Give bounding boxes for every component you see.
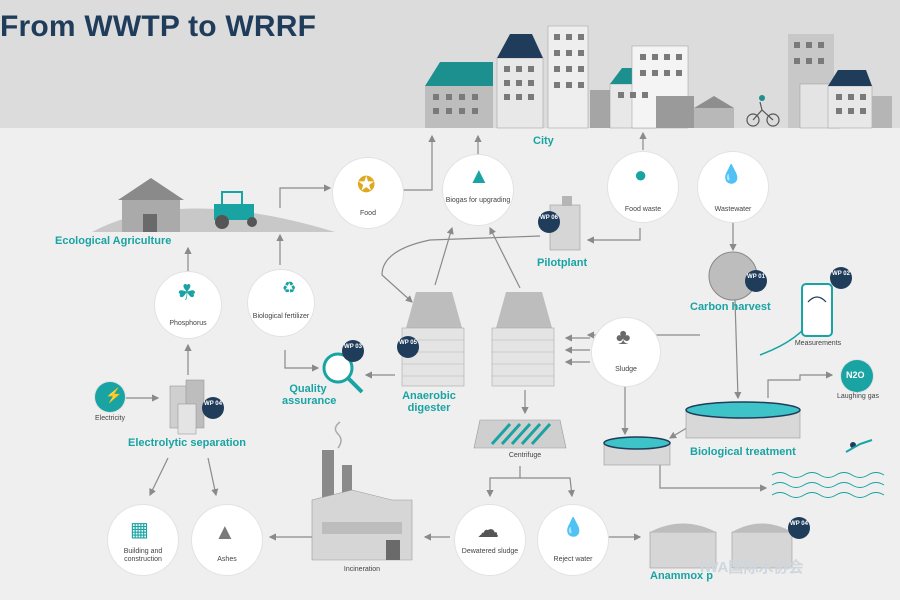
ashes-label: Ashes	[217, 556, 237, 563]
page-title: From WWTP to WRRF	[0, 10, 317, 43]
electrolytic-cell-illustration	[169, 379, 205, 435]
city-label: City	[533, 135, 554, 147]
incineration-label: Incineration	[343, 566, 381, 573]
sprout-icon: ☘	[177, 280, 197, 305]
centrifuge-illustration	[473, 419, 567, 449]
biogas-node: ▲	[443, 155, 513, 225]
swimmer-illustration	[845, 439, 873, 453]
biological-fertilizer-node: ♻	[248, 270, 314, 336]
ash-pile-icon: ▲	[214, 519, 236, 544]
tree-icon: ♣	[616, 324, 631, 349]
biological-treatment-label: Biological treatment	[690, 446, 796, 458]
water-drops-icon: 💧	[720, 164, 743, 184]
dewatered-sludge-label: Dewatered sludge	[461, 548, 519, 555]
dewatered-sludge-node: ☁	[455, 505, 525, 575]
ashes-node: ▲	[192, 505, 262, 575]
laughing-gas-label: Laughing gas	[836, 393, 880, 400]
measurement-device-illustration	[801, 283, 833, 337]
electrolytic-separation-label: Electrolytic separation	[128, 437, 246, 449]
electricity-label: Electricity	[95, 415, 125, 422]
incineration-factory-illustration	[311, 421, 413, 561]
pilotplant-label: Pilotplant	[537, 257, 588, 269]
wp04-anammox-badge: WP 04	[788, 517, 810, 539]
flow-arrows	[125, 131, 834, 541]
electricity-node: ⚡	[95, 382, 125, 412]
anaerobic-digester-label: Anaerobic digester	[402, 390, 456, 414]
wp03-badge: WP 03	[342, 340, 364, 362]
sludge-node: ♣	[592, 318, 660, 386]
ecological-agriculture-label: Ecological Agriculture	[55, 235, 172, 247]
biogas-label: Biogas for upgrading	[445, 197, 511, 204]
phosphorus-node: ☘	[155, 272, 221, 338]
reject-water-label: Reject water	[553, 556, 593, 563]
flame-icon: ▲	[468, 163, 490, 188]
n2o-symbol: N2O	[846, 370, 865, 380]
food-waste-label: Food waste	[624, 206, 662, 213]
carbon-harvest-label: Carbon harvest	[690, 301, 771, 313]
food-node: ✪	[333, 158, 403, 228]
apple-core-icon: ●	[634, 162, 648, 187]
anammox-label: Anammox p	[650, 570, 713, 582]
centrifuge-label: Centrifuge	[508, 452, 542, 459]
food-waste-node: ●	[608, 152, 678, 222]
biological-fertilizer-label: Biological fertilizer	[252, 313, 310, 320]
measurements-label: Measurements	[794, 340, 842, 347]
trowel-icon: ▦	[130, 519, 149, 541]
water-drops-icon: 💧	[562, 517, 585, 537]
wastewater-label: Wastewater	[714, 206, 752, 213]
magnifier-icon	[322, 352, 364, 394]
watermark: IWA国际水协会	[700, 559, 804, 576]
biological-treatment-basins	[603, 401, 801, 466]
reject-water-node: 💧	[538, 505, 608, 575]
wastewater-node: 💧	[698, 152, 768, 222]
lightning-icon: ⚡	[105, 387, 123, 403]
city-skyline	[425, 25, 892, 129]
n2o-node: N2O	[841, 360, 873, 392]
anaerobic-digester-tanks	[401, 292, 555, 387]
food-label: Food	[360, 210, 376, 217]
sludge-label: Sludge	[615, 366, 637, 373]
farm-illustration	[92, 178, 335, 232]
building-construction-node: ▦	[108, 505, 178, 575]
wp06-badge: WP 06	[538, 211, 560, 233]
sludge-pile-icon: ☁	[477, 517, 499, 542]
quality-assurance-label: Quality assurance	[282, 383, 337, 407]
wp05-badge: WP 05	[397, 336, 419, 358]
wp04-electrolytic-badge: WP 04	[202, 397, 224, 419]
anammox-tanks	[649, 523, 793, 569]
wp01-badge: WP 01	[745, 270, 767, 292]
phosphorus-label: Phosphorus	[169, 320, 207, 327]
recycle-icon: ♻	[282, 280, 297, 297]
wheat-icon: ✪	[357, 172, 376, 197]
building-construction-label: Building and construction	[123, 548, 163, 563]
wp02-badge: WP 02	[830, 267, 852, 289]
water-waves	[771, 472, 885, 498]
